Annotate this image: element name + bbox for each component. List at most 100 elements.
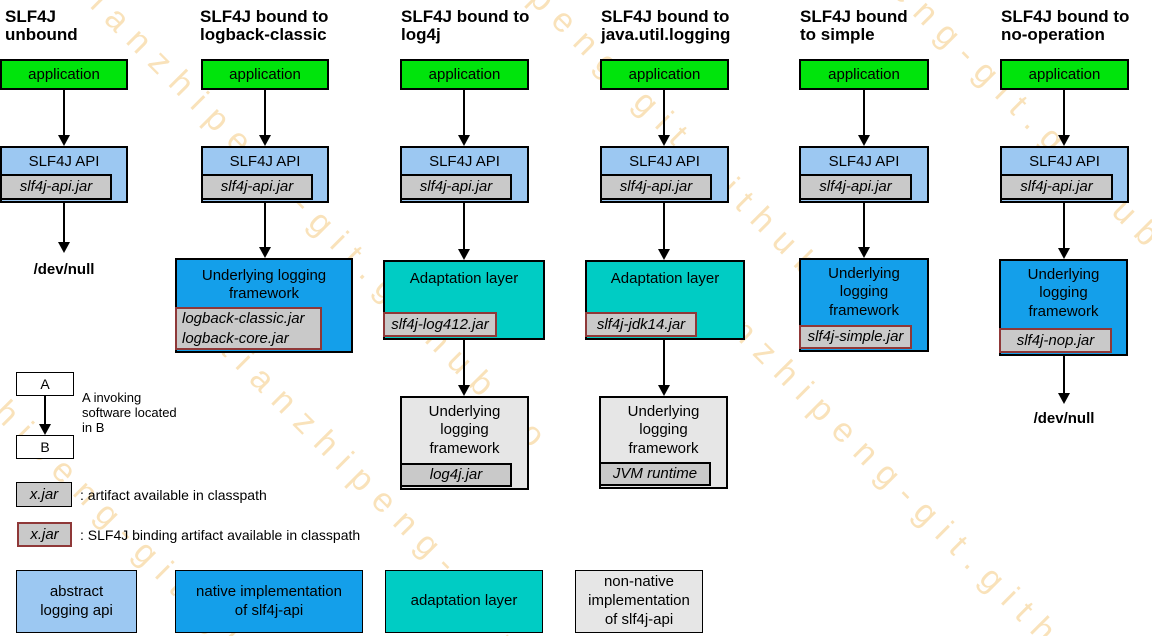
application-box: application [0,59,128,90]
slf4j-api-label: SLF4J API [828,153,900,170]
binding-jar-box: slf4j-jdk14.jar [585,312,697,337]
legend-box-a: A [16,372,74,396]
colorkey-non-native-implementation: non-native implementation of slf4j-api [575,570,703,633]
slf4j-api-box: SLF4J API slf4j-api.jar [400,146,529,203]
application-box: application [799,59,929,90]
arrow-down-icon [457,340,471,396]
slf4j-api-jar-box: slf4j-api.jar [1000,174,1113,200]
devnull-label: /dev/null [33,261,95,278]
application-box: application [1000,59,1129,90]
application-label: application [428,66,501,83]
arrow-down-icon [258,203,272,258]
underlying-framework-box: Underlying logging framework JVM runtime [599,396,728,489]
column-header-jul: SLF4J bound to java.util.logging [601,7,731,45]
underlying-framework-box: Underlying logging framework slf4j-simpl… [799,258,929,352]
arrow-down-icon [57,90,71,146]
slf4j-api-jar-box: slf4j-api.jar [400,174,512,200]
underlying-framework-box: Underlying logging framework slf4j-nop.j… [999,259,1128,356]
binding-jar-box: slf4j-log412.jar [383,312,497,337]
arrow-down-icon [657,340,671,396]
slf4j-api-label: SLF4J API [28,153,100,170]
arrow-down-icon [38,396,52,435]
column-header-nop: SLF4J bound to no-operation [1001,7,1130,45]
legend-binding-caption: : SLF4J binding artifact available in cl… [80,527,361,543]
jar-label: slf4j-api.jar [819,178,892,196]
arrow-down-icon [857,203,871,258]
arrow-down-icon [857,90,871,146]
application-box: application [600,59,729,90]
underlying-framework-label: Underlying logging framework [201,267,327,303]
arrow-down-icon [1057,356,1071,404]
slf4j-api-box: SLF4J API slf4j-api.jar [0,146,128,203]
binding-jar-box: slf4j-simple.jar [799,325,912,349]
slf4j-api-box: SLF4J API slf4j-api.jar [799,146,929,203]
application-box: application [201,59,329,90]
jar-label: JVM runtime [612,465,698,483]
binding-jar-box: slf4j-nop.jar [999,328,1112,353]
framework-jar-box: JVM runtime [599,462,711,486]
column-header-unbound: SLF4J unbound [5,7,78,45]
slf4j-api-label: SLF4J API [629,153,700,170]
framework-jar-box: log4j.jar [400,463,512,487]
adaptation-layer-box: Adaptation layer slf4j-log412.jar [383,260,545,340]
underlying-framework-label: Underlying logging framework [1027,266,1100,320]
arrow-down-icon [258,90,272,146]
arrow-down-icon [1057,203,1071,259]
jar-label: slf4j-api.jar [619,178,693,196]
devnull-label: /dev/null [1033,410,1095,427]
legend-box-b: B [16,435,74,459]
legend-box-b-label: B [40,439,50,455]
slf4j-api-box: SLF4J API slf4j-api.jar [201,146,329,203]
slf4j-api-label: SLF4J API [229,153,301,170]
application-label: application [28,66,100,83]
jar-label: slf4j-api.jar [220,178,294,196]
column-header-logback: SLF4J bound to logback-classic [200,7,329,45]
adaptation-layer-label: Adaptation layer [610,270,720,287]
jar-label: slf4j-nop.jar [1016,331,1095,349]
slf4j-api-label: SLF4J API [429,153,500,170]
application-label: application [1028,66,1101,83]
colorkey-native-implementation: native implementation of slf4j-api [175,570,363,633]
slf4j-api-jar-box: slf4j-api.jar [201,174,313,200]
slf4j-api-jar-box: slf4j-api.jar [799,174,912,200]
jar-label: log4j.jar [429,466,483,484]
underlying-framework-box: Underlying logging framework logback-cla… [175,258,353,353]
arrow-down-icon [57,203,71,253]
jar-label: slf4j-log412.jar [391,315,489,333]
slf4j-api-label: SLF4J API [1029,153,1100,170]
adaptation-layer-box: Adaptation layer slf4j-jdk14.jar [585,260,745,340]
colorkey-adaptation-layer: adaptation layer [385,570,543,633]
jar-label: slf4j-api.jar [1020,178,1093,196]
slf4j-api-jar-box: slf4j-api.jar [0,174,112,200]
arrow-down-icon [657,90,671,146]
legend-box-a-label: A [40,376,50,392]
legend-binding-jar: x.jar [17,522,72,547]
legend-artifact-jar: x.jar [16,482,72,507]
column-header-simple: SLF4J bound to simple [800,7,908,45]
jar-label: logback-classic.jar logback-core.jar [182,310,305,347]
jar-label: x.jar [30,526,59,543]
colorkey-abstract-logging-api: abstract logging api [16,570,137,633]
underlying-framework-box: Underlying logging framework log4j.jar [400,396,529,490]
legend-artifact-caption: : artifact available in classpath [80,487,267,503]
underlying-framework-label: Underlying logging framework [627,403,700,457]
underlying-framework-label: Underlying logging framework [428,403,501,457]
jar-label: slf4j-api.jar [19,178,93,196]
jar-label: slf4j-api.jar [419,178,493,196]
arrow-down-icon [1057,90,1071,146]
slf4j-api-box: SLF4J API slf4j-api.jar [600,146,729,203]
underlying-framework-label: Underlying logging framework [828,265,900,319]
application-label: application [229,66,301,83]
adaptation-layer-label: Adaptation layer [409,270,519,287]
jar-label: x.jar [29,486,59,503]
arrow-down-icon [457,203,471,260]
application-box: application [400,59,529,90]
arrow-down-icon [457,90,471,146]
jar-label: slf4j-jdk14.jar [596,315,686,333]
binding-jar-box: logback-classic.jar logback-core.jar [175,307,322,350]
jar-label: slf4j-simple.jar [807,328,904,346]
arrow-down-icon [657,203,671,260]
slf4j-api-jar-box: slf4j-api.jar [600,174,712,200]
application-label: application [828,66,900,83]
